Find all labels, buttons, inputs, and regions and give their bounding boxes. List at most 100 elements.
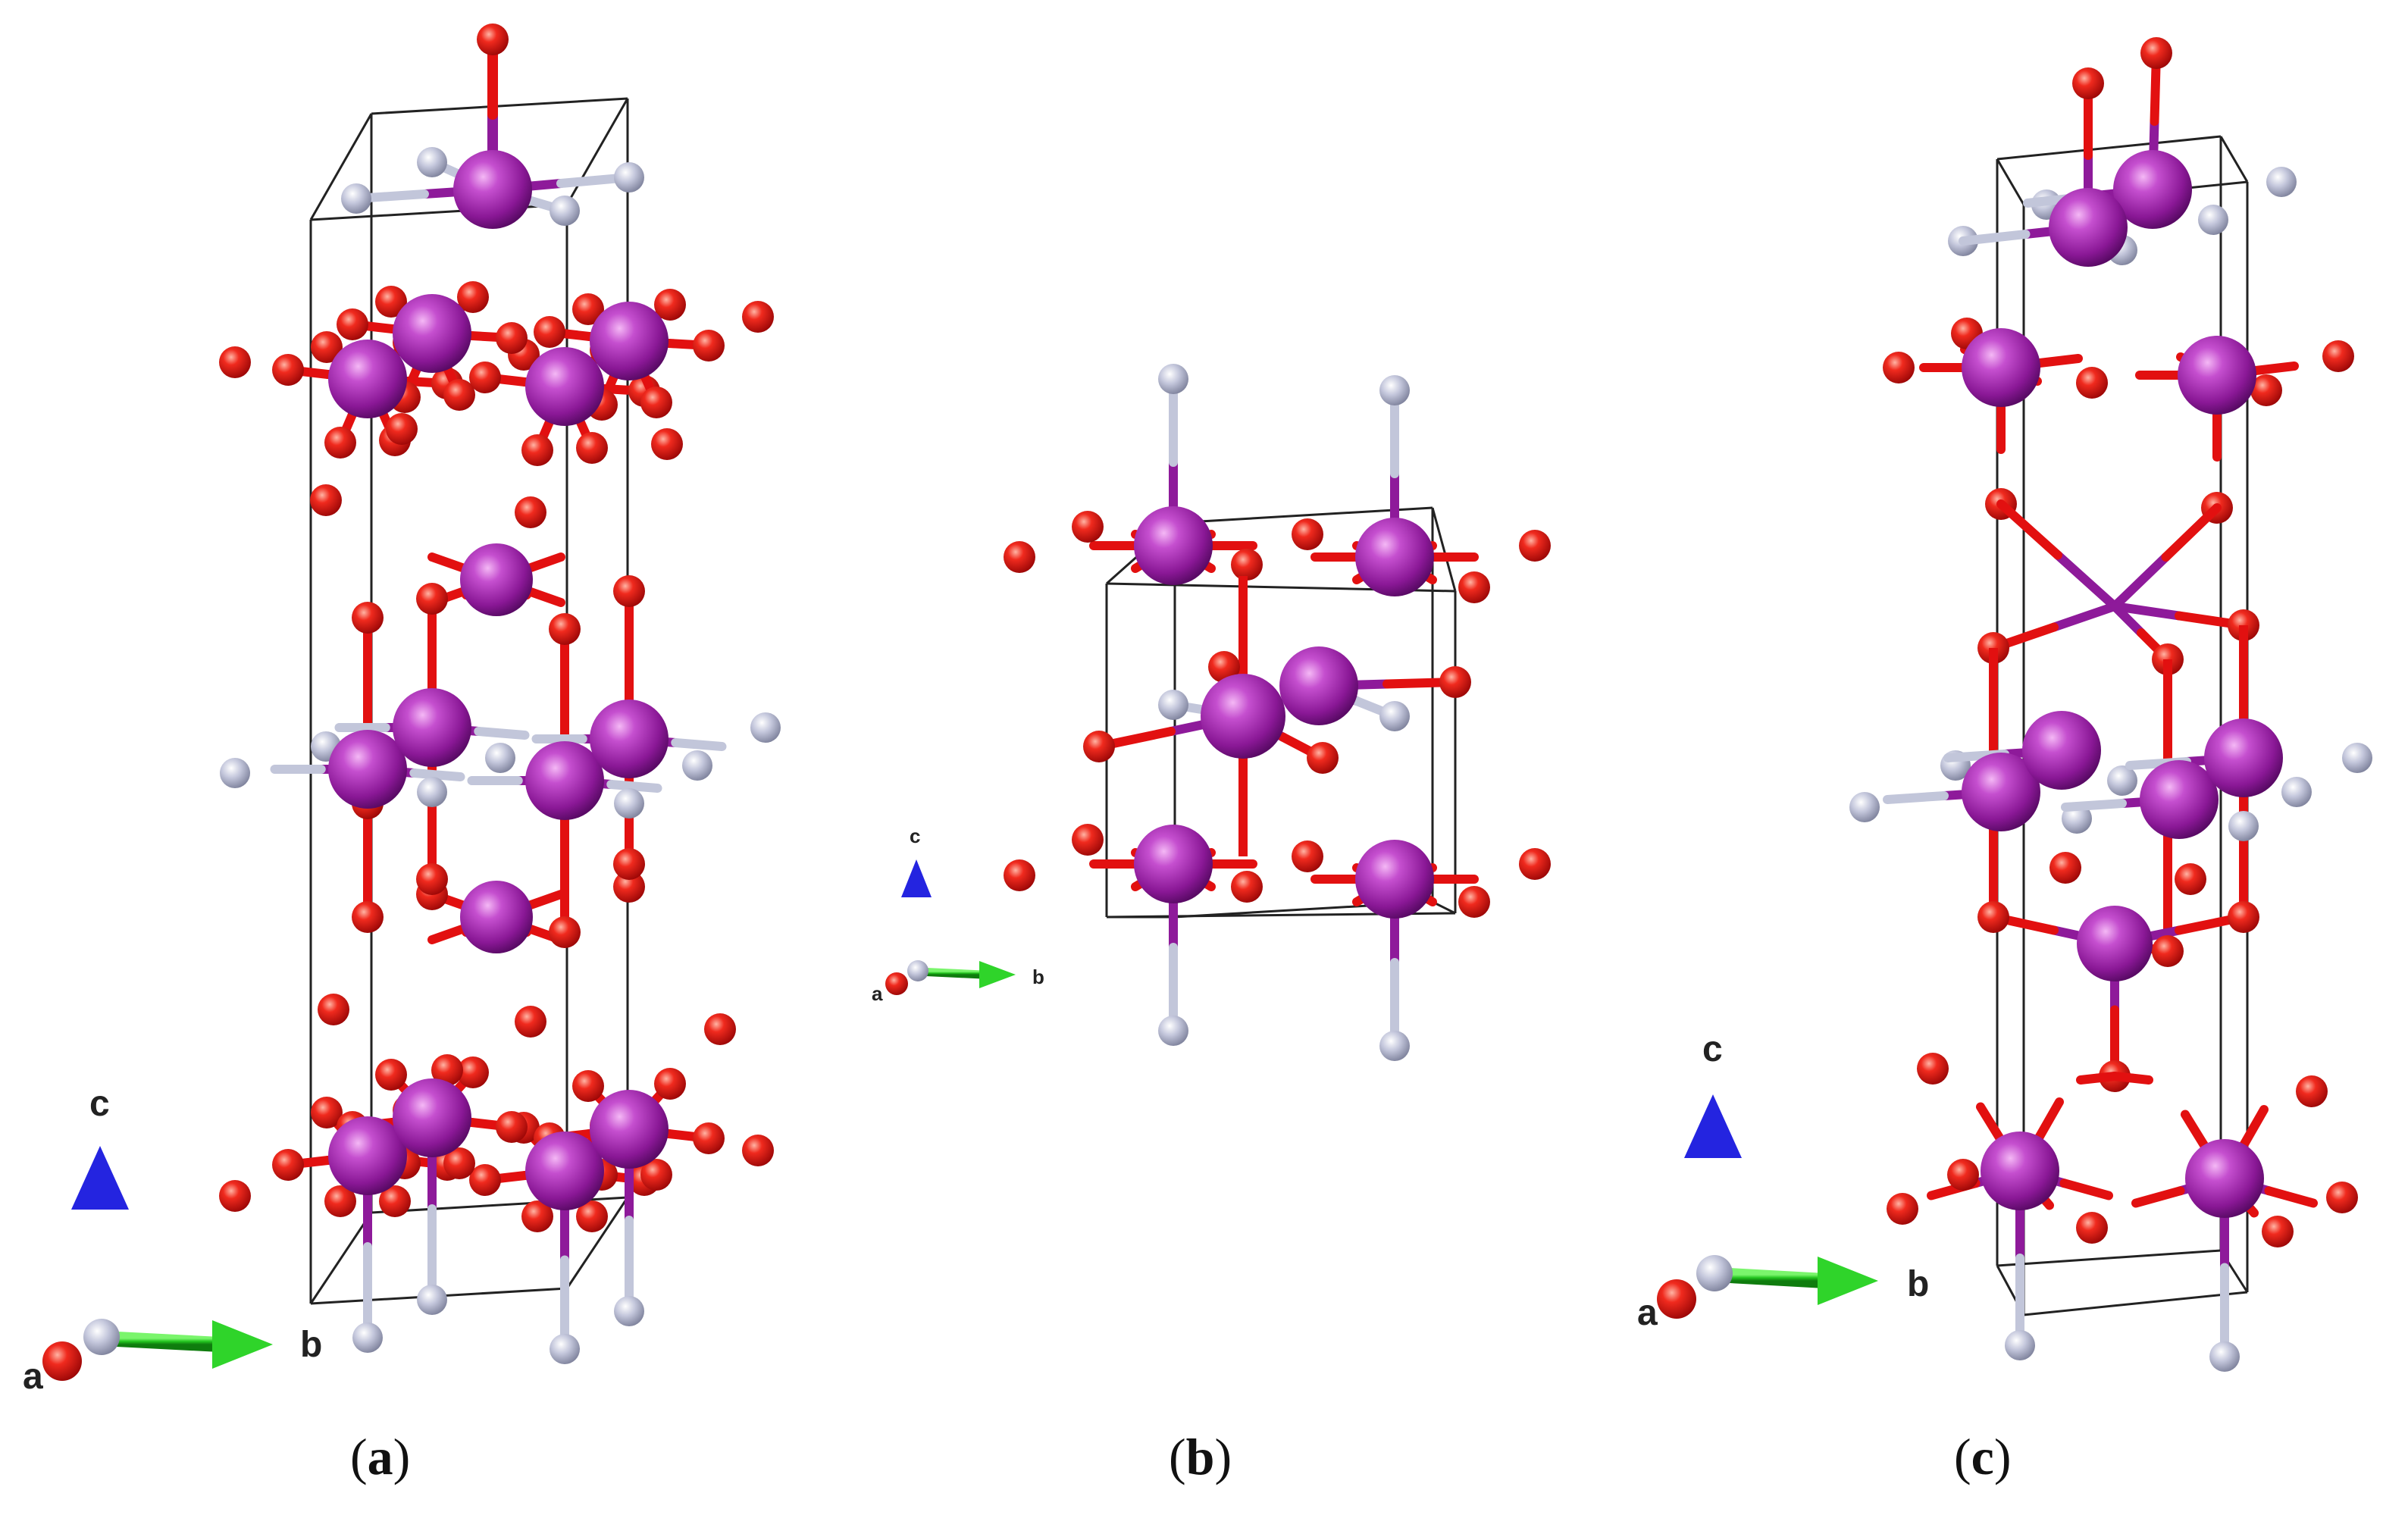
axis-c-arrowhead	[901, 859, 932, 897]
unit-cell-edge	[1996, 1249, 2222, 1267]
oxygen-atom	[2049, 852, 2081, 884]
bond	[1976, 1102, 2005, 1144]
oxygen-atom	[375, 286, 407, 318]
oxygen-atom	[310, 484, 342, 516]
large-atom	[1134, 506, 1213, 585]
oxygen-atom	[324, 427, 356, 459]
oxygen-atom	[1977, 901, 2009, 933]
small-atom	[1158, 690, 1188, 720]
oxygen-atom	[640, 387, 672, 418]
large-atom	[525, 741, 604, 820]
axis-c-label: c	[1702, 1029, 1723, 1069]
oxygen-atom	[1072, 824, 1104, 856]
large-atom	[2204, 718, 2283, 797]
oxygen-atom	[1307, 742, 1339, 774]
large-atom	[2022, 711, 2101, 790]
large-atom	[1962, 328, 2040, 407]
axis-a-sphere	[885, 972, 908, 995]
small-atom	[1379, 1031, 1410, 1061]
oxygen-atom	[1458, 886, 1490, 918]
small-atom	[1158, 1016, 1188, 1046]
oxygen-atom	[2152, 935, 2184, 967]
unit-cell-edge	[2219, 136, 2249, 183]
small-atom	[417, 1285, 447, 1315]
axis-b-arrowhead	[979, 961, 1016, 988]
oxygen-atom	[549, 916, 581, 948]
bond	[2131, 1186, 2185, 1208]
oxygen-atom	[613, 575, 645, 607]
large-atom	[2113, 150, 2192, 229]
axis-triad-a: c b a	[23, 1084, 322, 1397]
oxygen-atom	[651, 428, 683, 460]
oxygen-atom	[2076, 1212, 2108, 1244]
oxygen-atom	[704, 1013, 736, 1045]
oxygen-atom	[613, 871, 645, 903]
oxygen-atom	[2228, 901, 2259, 933]
large-atom	[393, 1078, 471, 1157]
bond	[474, 727, 530, 740]
oxygen-atom	[379, 1185, 411, 1217]
small-atom	[417, 777, 447, 807]
small-atom	[2281, 777, 2312, 807]
axis-origin-sphere	[907, 960, 928, 981]
bond	[524, 890, 565, 910]
bond	[409, 768, 465, 781]
small-atom	[1849, 792, 1880, 822]
large-atom	[2140, 760, 2219, 839]
oxygen-atom	[1083, 731, 1115, 762]
unit-cell-edge	[1996, 158, 2025, 205]
oxygen-atom	[1072, 511, 1104, 543]
axis-origin-sphere	[1696, 1255, 1733, 1291]
oxygen-atom	[515, 496, 546, 528]
axis-a-sphere	[1657, 1279, 1696, 1319]
bond	[2161, 503, 2222, 562]
oxygen-atom	[521, 1200, 553, 1232]
unit-cell-edge	[565, 1197, 629, 1289]
oxygen-atom	[318, 994, 349, 1025]
oxygen-atom	[1519, 848, 1551, 880]
large-atom	[2049, 188, 2128, 267]
bond	[2110, 552, 2171, 611]
oxygen-atom	[477, 23, 509, 55]
oxygen-atom	[496, 1111, 528, 1143]
oxygen-atom	[219, 1180, 251, 1212]
large-atom	[328, 1116, 407, 1195]
bond	[2264, 1186, 2318, 1208]
large-atom	[2185, 1139, 2264, 1218]
bond	[2251, 362, 2299, 375]
unit-cell-edge	[565, 98, 629, 205]
small-atom	[2107, 765, 2137, 796]
small-atom	[2228, 811, 2259, 841]
oxygen-atom	[352, 602, 384, 634]
oxygen-atom	[272, 354, 304, 386]
unit-cell-edge	[1174, 506, 1433, 524]
large-atom	[1134, 825, 1213, 903]
bond	[2110, 602, 2146, 637]
large-atom	[525, 347, 604, 426]
small-atom	[2342, 743, 2372, 773]
large-atom	[453, 150, 532, 229]
bond	[2059, 1179, 2113, 1200]
unit-cell-edge	[1431, 507, 1457, 592]
bond	[524, 587, 565, 607]
unit-cell-edge	[309, 113, 373, 221]
oxygen-atom	[2262, 1216, 2294, 1247]
oxygen-atom	[311, 331, 343, 363]
axis-b-arrowhead	[1818, 1257, 1878, 1305]
oxygen-atom	[469, 1164, 501, 1196]
oxygen-atom	[272, 1149, 304, 1181]
oxygen-atom	[693, 1122, 725, 1154]
oxygen-atom	[416, 583, 448, 615]
bond	[1996, 499, 2062, 560]
bond	[1959, 230, 2031, 246]
large-atom	[328, 340, 407, 418]
small-atom	[550, 1334, 580, 1364]
oxygen-atom	[457, 281, 489, 313]
axis-c-arrowhead	[1684, 1094, 1742, 1158]
oxygen-atom	[1917, 1053, 1949, 1085]
axis-triad-b: c b a	[872, 825, 1044, 1005]
oxygen-atom	[375, 1059, 407, 1091]
axis-c-arrowhead	[71, 1146, 129, 1210]
large-atom	[590, 1090, 669, 1169]
